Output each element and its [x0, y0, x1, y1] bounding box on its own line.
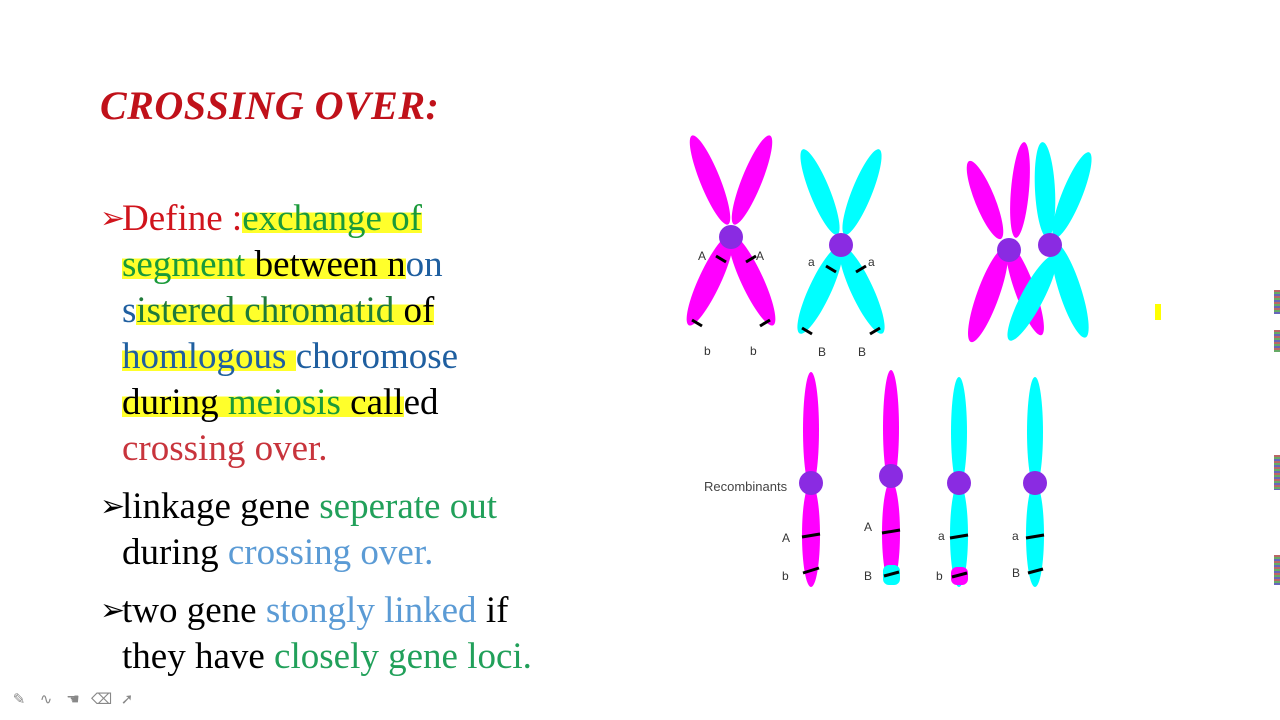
bullet-line: they have closely gene loci.	[122, 634, 640, 680]
eraser-icon[interactable]: ⌫	[91, 690, 113, 708]
svg-text:A: A	[756, 249, 764, 263]
text-segment: between n	[254, 244, 406, 285]
svg-text:b: b	[782, 569, 789, 583]
svg-text:A: A	[782, 531, 790, 545]
bullet-line: during crossing over.	[122, 530, 640, 576]
text-segment: choromose	[295, 336, 459, 377]
pen-icon[interactable]: ✎	[12, 690, 26, 708]
bullet-line: homlogous choromose	[122, 334, 640, 380]
svg-text:b: b	[936, 569, 943, 583]
text-segment: s	[122, 290, 137, 331]
text-segment: closely gene loci.	[274, 636, 532, 677]
svg-text:B: B	[858, 345, 866, 359]
svg-text:a: a	[938, 529, 945, 543]
laser-pointer-icon[interactable]: ☚	[66, 690, 80, 708]
svg-text:a: a	[808, 255, 815, 269]
svg-text:b: b	[704, 344, 711, 358]
slide-title: CROSSING OVER:	[100, 83, 440, 128]
edge-artifact	[1274, 290, 1280, 314]
bullet-line: two gene stongly linked if	[122, 588, 640, 634]
svg-text:b: b	[750, 344, 757, 358]
chromosome-pair-cyan: a a B B	[797, 149, 885, 359]
svg-text:A: A	[698, 249, 706, 263]
text-segment: seperate out	[319, 486, 497, 527]
edge-artifact	[1274, 330, 1280, 352]
text-segment: linkage gene	[122, 486, 320, 527]
bullet-arrow-icon: ➢	[100, 202, 126, 235]
text-segment: ed	[403, 382, 439, 423]
svg-text:A: A	[864, 520, 872, 534]
text-segment: segment	[122, 244, 255, 285]
svg-text:a: a	[1012, 529, 1019, 543]
text-segment: two gene	[122, 590, 266, 631]
text-segment: if	[476, 590, 509, 631]
text-segment: call	[350, 382, 404, 423]
svg-text:a: a	[868, 255, 875, 269]
bullet-line: during meiosis called	[122, 380, 640, 426]
text-segment: homlogous	[122, 336, 296, 377]
svg-text:B: B	[818, 345, 826, 359]
arrow-pointer-icon[interactable]: ➚	[120, 690, 134, 708]
bullet-line: linkage gene seperate out	[122, 484, 640, 530]
bullet-line: segment between non	[122, 242, 640, 288]
annotation-toolbar: ✎ ∿ ☚ ⌫ ➚	[10, 690, 136, 708]
bullet-arrow-icon: ➢	[100, 490, 126, 523]
text-segment: crossing over.	[122, 428, 328, 469]
chromosome-pair-magenta: A A b b	[686, 135, 776, 358]
svg-text:B: B	[1012, 566, 1020, 580]
crossing-over-diagram: A A b b a a B B Recombinants	[686, 135, 1092, 587]
text-segment: crossing over.	[227, 532, 434, 573]
highlighter-mark	[1155, 304, 1161, 320]
text-segment: stongly linked	[265, 590, 477, 631]
text-segment: istered chromatid	[136, 290, 404, 331]
text-segment: meiosis	[227, 382, 351, 423]
text-segment: they have	[122, 636, 275, 677]
text-segment: during	[122, 532, 228, 573]
text-segment: during	[122, 382, 228, 423]
text-segment: on	[405, 244, 443, 285]
text-segment: of	[403, 290, 435, 331]
bullet-line: crossing over.	[122, 426, 640, 472]
edge-artifact	[1274, 455, 1280, 490]
svg-text:B: B	[864, 569, 872, 583]
svg-text:Recombinants: Recombinants	[704, 479, 788, 494]
bullet-arrow-icon: ➢	[100, 594, 126, 627]
edge-artifact	[1274, 555, 1280, 585]
bullet-line: Define :exchange of	[122, 196, 640, 242]
highlighter-wave-icon[interactable]: ∿	[39, 690, 53, 708]
bullet-line: sistered chromatid of	[122, 288, 640, 334]
text-segment: Define :	[122, 198, 243, 239]
recombinants: Recombinants A b A B a	[704, 370, 1047, 587]
text-segment: exchange of	[242, 198, 422, 239]
crossing-chromosomes	[966, 142, 1092, 343]
